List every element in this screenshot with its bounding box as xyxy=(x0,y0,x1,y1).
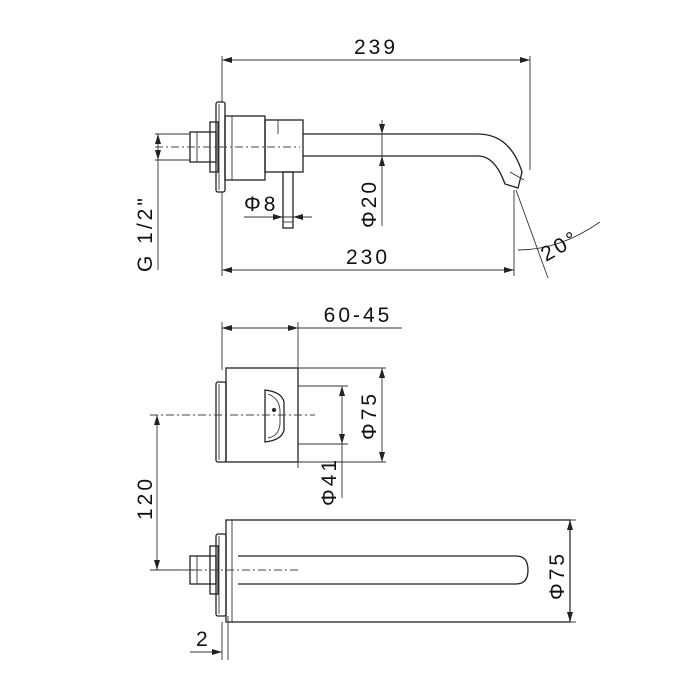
cartridge-diameter-label: Φ41 xyxy=(318,457,341,506)
side-view: 239 G 1/2" Φ8 xyxy=(134,36,601,279)
thread-label: G 1/2" xyxy=(134,195,157,272)
vertical-spacing-label: 120 xyxy=(134,476,157,520)
plate-diameter-bottom-label: Φ75 xyxy=(546,551,569,600)
spout-angle-label: 20° xyxy=(537,226,584,266)
plate-diameter-top-label: Φ75 xyxy=(358,391,381,440)
lever-diameter-label: Φ8 xyxy=(244,193,278,216)
front-view: 60-45 Φ75 Φ41 120 xyxy=(134,304,576,660)
plate-thickness-label: 2 xyxy=(196,628,211,651)
depth-range-label: 60-45 xyxy=(324,304,393,327)
spout-length-label: 230 xyxy=(346,246,390,269)
spout-diameter-label: Φ20 xyxy=(358,179,381,228)
overall-length-label: 239 xyxy=(354,36,398,59)
